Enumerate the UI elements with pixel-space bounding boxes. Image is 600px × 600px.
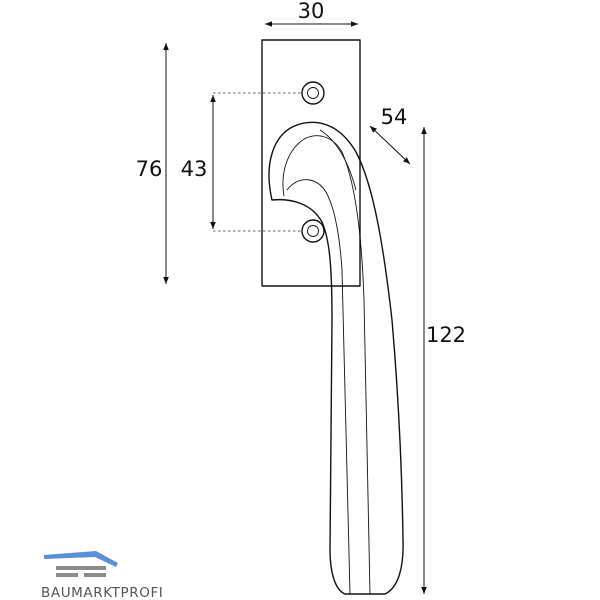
dim-label-plate-width: 30 [298, 0, 325, 23]
backplate [261, 39, 361, 287]
dim-label-handle-length: 122 [426, 323, 466, 347]
dimension-total-height: 76 [136, 43, 169, 284]
logo-text: BAUMARKTPROFI [41, 585, 163, 600]
dimension-depth: 54 [369, 105, 411, 165]
dimension-handle-length: 122 [421, 127, 466, 594]
dim-label-total-height: 76 [136, 157, 163, 181]
screw-hole-bottom [301, 219, 325, 243]
handle-lever [268, 121, 404, 595]
baumarktprofi-logo: BAUMARKTPROFI [41, 551, 163, 600]
dimension-hole-spacing: 43 [181, 92, 302, 232]
screw-hole-top [301, 81, 325, 105]
dim-label-hole-spacing: 43 [181, 157, 208, 181]
dim-label-depth: 54 [381, 105, 408, 129]
dimension-plate-width: 30 [265, 0, 358, 27]
